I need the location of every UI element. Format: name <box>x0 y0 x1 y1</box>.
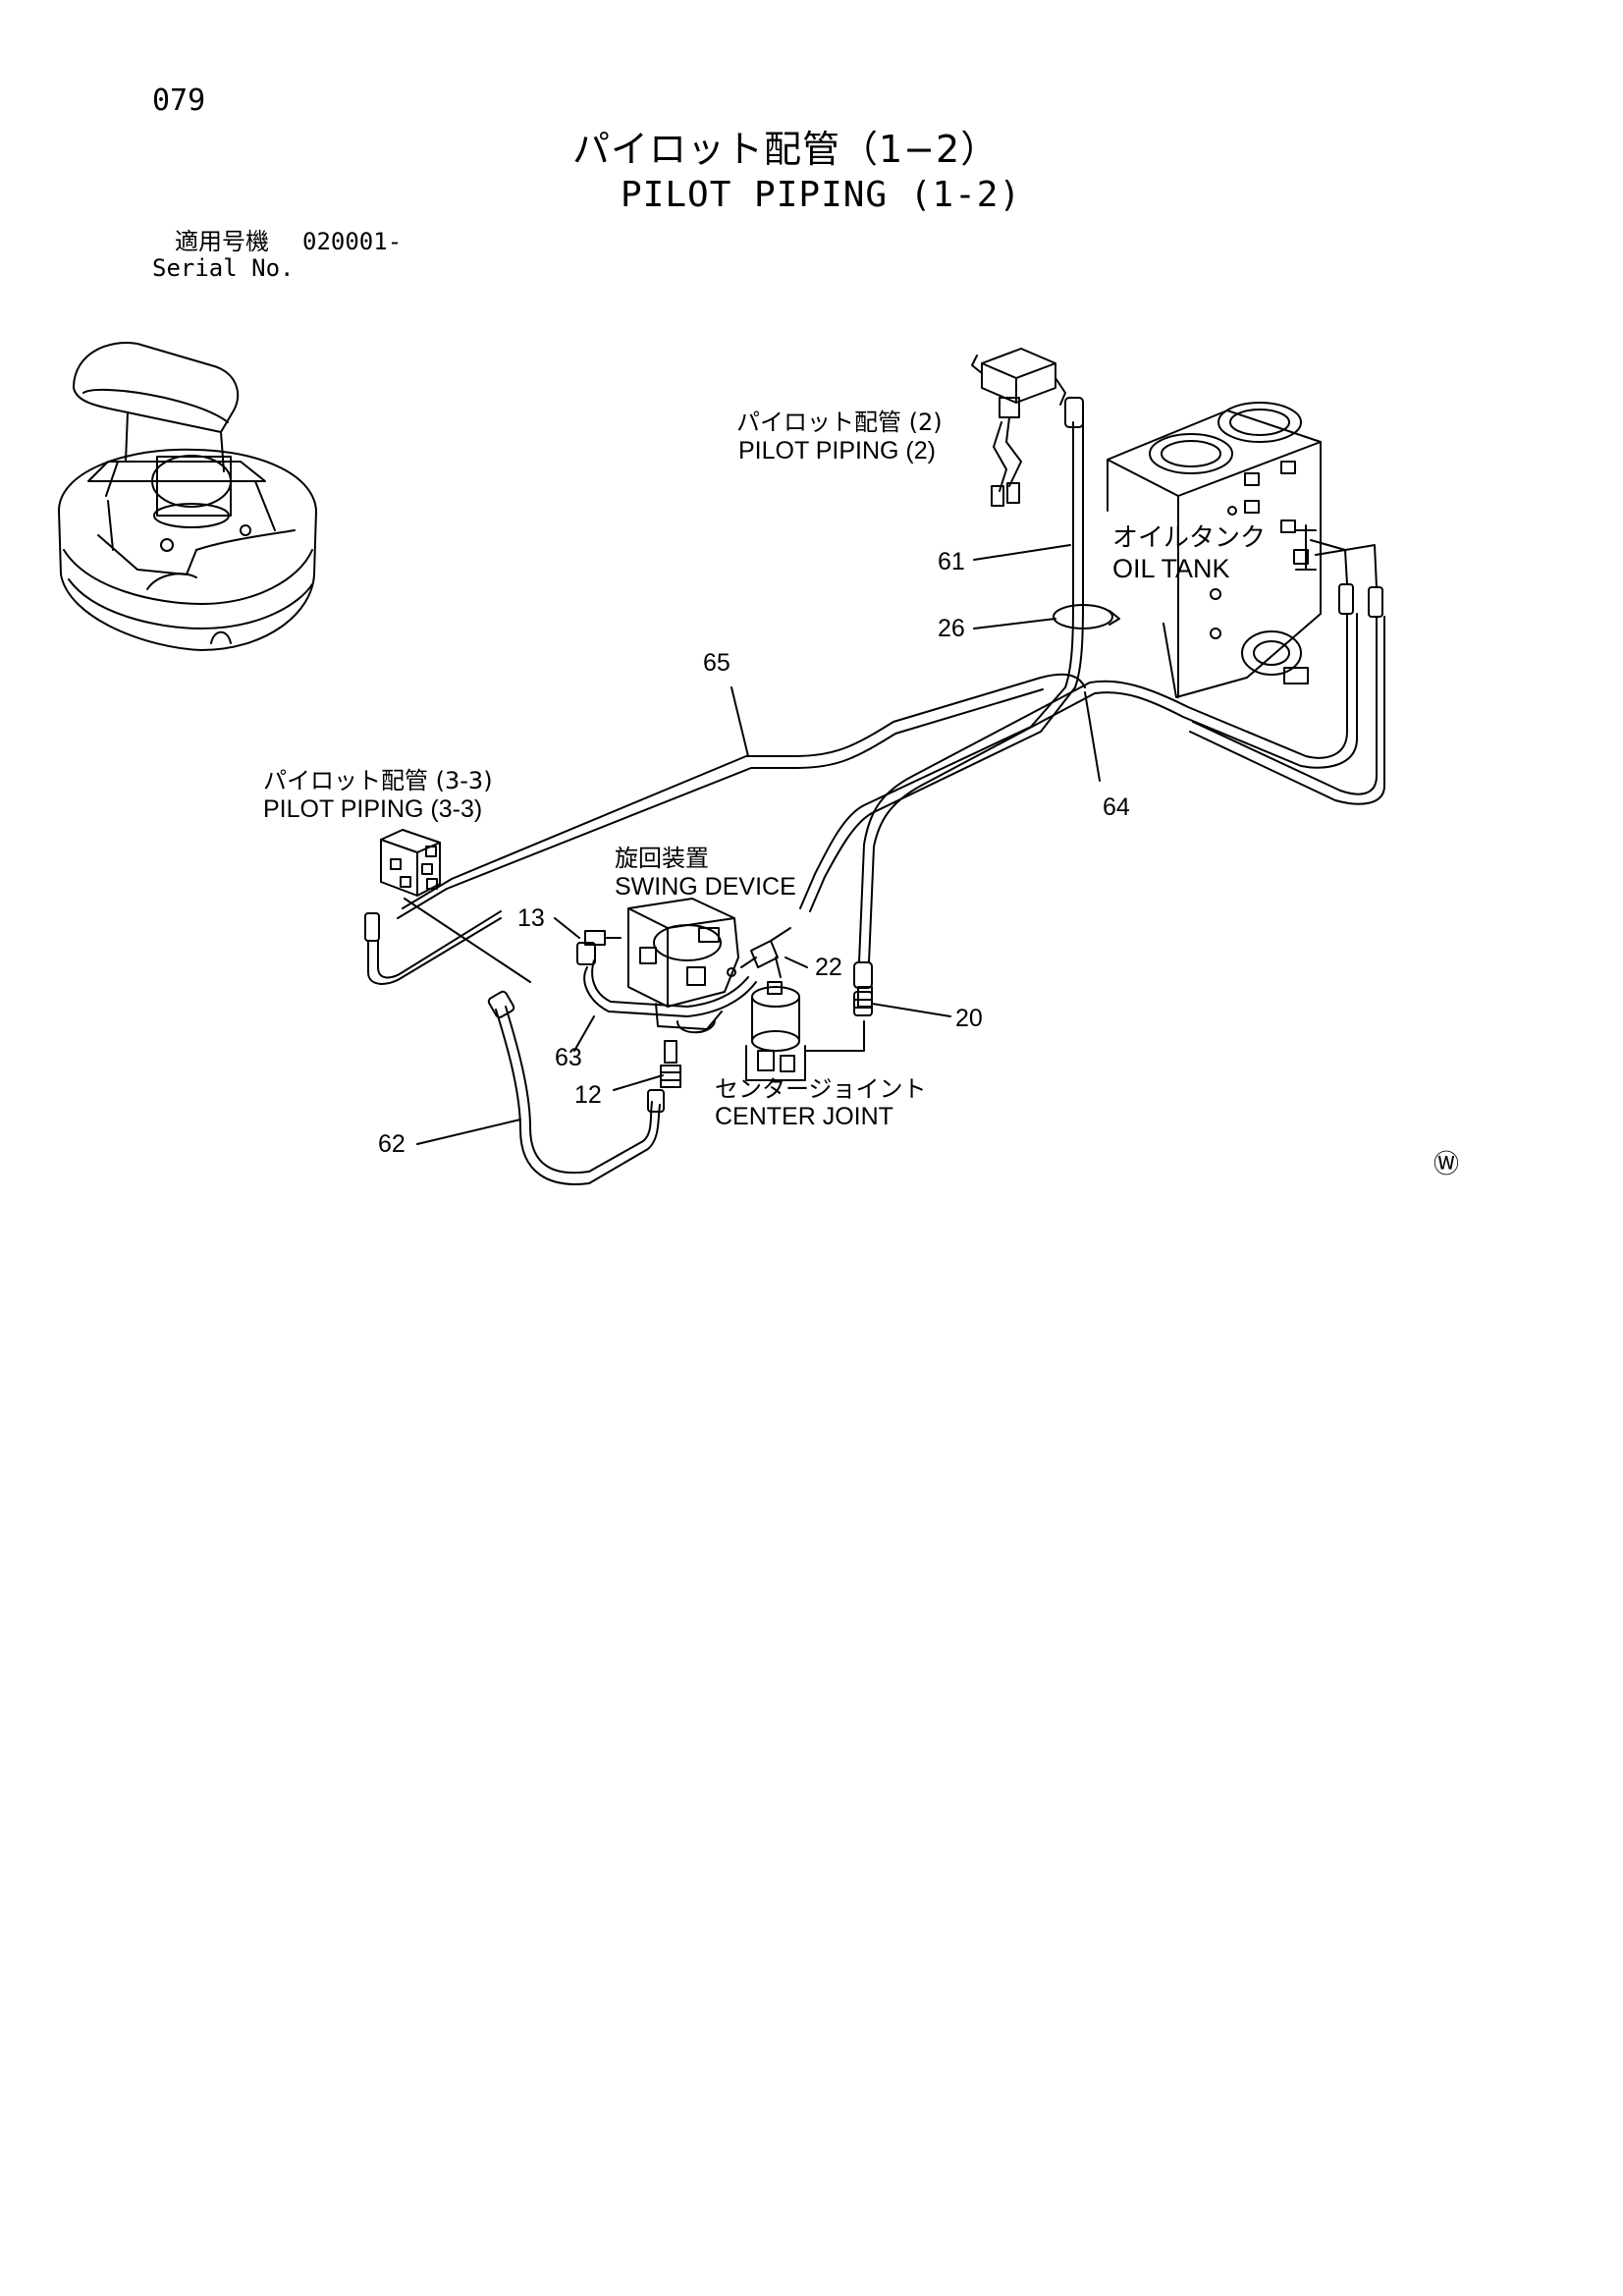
part-number-61: 61 <box>938 548 965 575</box>
label-oil-tank-en: OIL TANK <box>1112 554 1230 583</box>
fitting-20 <box>853 991 873 1016</box>
hose-64 <box>853 613 1385 1008</box>
pilot-valve-left-illustration <box>380 829 441 897</box>
part-number-22: 22 <box>815 954 842 981</box>
swing-device-illustration <box>627 898 739 1034</box>
page-number: 079 <box>152 83 206 118</box>
tee-22 <box>740 927 791 978</box>
part-number-13: 13 <box>517 904 545 932</box>
label-pilot-piping-33-ja: パイロット配管 (3-3) <box>263 767 493 794</box>
part-number-64: 64 <box>1103 793 1130 821</box>
excavator-overview-illustration <box>58 342 317 651</box>
label-swing-device-ja: 旋回装置 <box>615 845 709 872</box>
hose-61 <box>799 397 1084 912</box>
label-center-joint-ja: センタージョイント <box>715 1075 927 1103</box>
serial-number-value: 020001- <box>302 228 403 255</box>
leader-lines <box>416 544 1101 1145</box>
serial-label-english: Serial No. <box>152 254 295 282</box>
part-number-62: 62 <box>378 1130 406 1158</box>
part-number-63: 63 <box>555 1044 582 1071</box>
part-number-20: 20 <box>955 1005 983 1032</box>
title-japanese: パイロット配管（1−2） <box>572 128 1000 171</box>
label-pilot-piping-2-en: PILOT PIPING (2) <box>738 437 936 465</box>
pilot-valve-top-illustration <box>971 348 1066 507</box>
hose-65 <box>397 673 1086 919</box>
label-pilot-piping-2-ja: パイロット配管 (2) <box>736 409 943 436</box>
title-english: PILOT PIPING (1-2) <box>621 175 1022 215</box>
oil-tank-illustration <box>1107 402 1383 698</box>
label-center-joint-en: CENTER JOINT <box>715 1103 893 1130</box>
label-swing-device-en: SWING DEVICE <box>615 873 796 901</box>
hose-62 <box>487 990 665 1185</box>
center-joint-illustration <box>745 981 865 1081</box>
part-number-12: 12 <box>574 1081 602 1109</box>
label-oil-tank-ja: オイルタンク <box>1112 523 1267 553</box>
serial-label-japanese: 適用号機 <box>175 228 269 255</box>
fitting-12 <box>660 1040 681 1088</box>
part-number-65: 65 <box>703 649 730 677</box>
clamp-26 <box>1053 604 1120 629</box>
label-pilot-piping-33-en: PILOT PIPING (3-3) <box>263 795 483 823</box>
footer-circled-w-mark: Ⓦ <box>1434 1150 1460 1179</box>
elbow-13 <box>584 930 622 946</box>
part-number-26: 26 <box>938 615 965 642</box>
hose-left-valve <box>364 898 531 985</box>
